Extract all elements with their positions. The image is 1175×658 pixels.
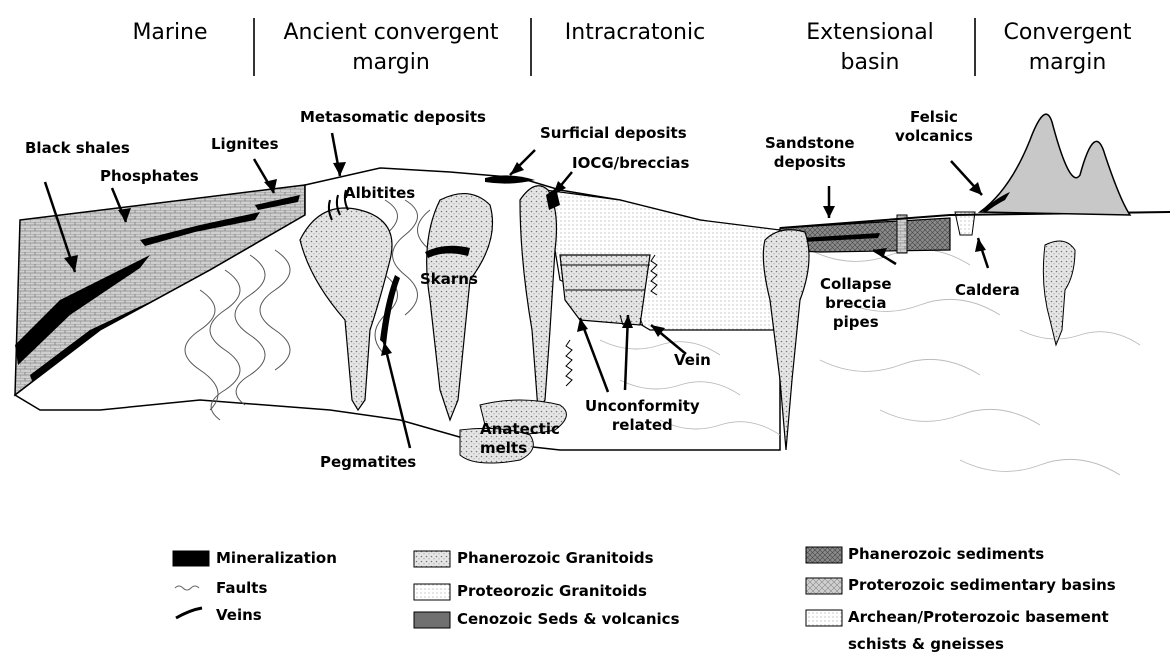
header-extensional-line2: basin [785,48,955,78]
legend-archean-line1: Archean/Proterozoic basement [848,608,1109,627]
label-sandstone-line1: Sandstone [765,134,855,153]
legend-swatch-phanerozoic-granitoids [414,551,450,567]
label-anatectic: Anatectic melts [480,420,560,458]
label-sandstone: Sandstone deposits [765,134,855,172]
header-marine: Marine [110,18,230,48]
legend-faults: Faults [216,579,267,598]
label-unconformity: Unconformity related [585,397,700,435]
header-divider-3 [974,18,976,76]
legend-veins: Veins [216,606,262,625]
label-surficial: Surficial deposits [540,124,687,143]
caldera-pluton [1043,241,1075,345]
collapse-breccia-pipe [897,215,907,253]
label-vein: Vein [674,351,711,370]
legend-phanerozoic-sediments: Phanerozoic sediments [848,545,1044,564]
legend-cenozoic: Cenozoic Seds & volcanics [457,610,680,629]
legend-swatch-cenozoic [414,612,450,628]
label-collapse-line2: breccia [820,294,892,313]
label-black-shales: Black shales [25,139,130,158]
header-ancient-convergent-line1: Ancient convergent [256,18,526,48]
label-unconformity-line2: related [585,416,700,435]
legend-swatch-proterozoic-basins [806,578,842,594]
legend-swatch-archean [806,610,842,626]
label-lignites: Lignites [211,135,279,154]
header-convergent-line2: margin [985,48,1150,78]
label-pegmatites: Pegmatites [320,453,416,472]
label-caldera: Caldera [955,281,1020,300]
legend-archean-line2: schists & gneisses [848,635,1109,654]
header-ancient-convergent: Ancient convergent margin [256,18,526,78]
label-felsic-line2: volcanics [895,127,973,146]
header-convergent-line1: Convergent [985,18,1150,48]
label-albitites: Albitites [344,184,415,203]
header-divider-1 [253,18,255,76]
label-felsic: Felsic volcanics [895,108,973,146]
label-anatectic-line1: Anatectic [480,420,560,439]
legend-proterozoic-basins: Proterozoic sedimentary basins [848,576,1116,595]
label-iocg: IOCG/breccias [572,154,689,173]
label-sandstone-line2: deposits [765,153,855,172]
label-unconformity-line1: Unconformity [585,397,700,416]
header-extensional: Extensional basin [785,18,955,78]
label-collapse-line3: pipes [820,313,892,332]
label-phosphates: Phosphates [100,167,199,186]
legend-swatch-phanerozoic-sediments [806,547,842,563]
label-collapse-line1: Collapse [820,275,892,294]
legend-phanerozoic-granitoids: Phanerozoic Granitoids [457,549,654,568]
label-metasomatic: Metasomatic deposits [300,108,486,127]
legend-swatch-proterozoic-granitoids [414,584,450,600]
label-felsic-line1: Felsic [895,108,973,127]
legend-proterozoic-granitoids: Proteorozic Granitoids [457,582,647,601]
header-convergent: Convergent margin [985,18,1150,78]
legend-mineralization: Mineralization [216,549,337,568]
label-anatectic-line2: melts [480,439,560,458]
header-ancient-convergent-line2: margin [256,48,526,78]
header-intracratonic: Intracratonic [540,18,730,48]
legend-archean: Archean/Proterozoic basement schists & g… [848,608,1109,654]
header-extensional-line1: Extensional [785,18,955,48]
legend-swatch-mineralization [173,551,209,566]
label-skarns: Skarns [420,270,478,289]
legend-swatch-faults [175,586,199,590]
header-divider-2 [530,18,532,76]
legend-swatch-veins [176,608,202,618]
label-collapse: Collapse breccia pipes [820,275,892,332]
